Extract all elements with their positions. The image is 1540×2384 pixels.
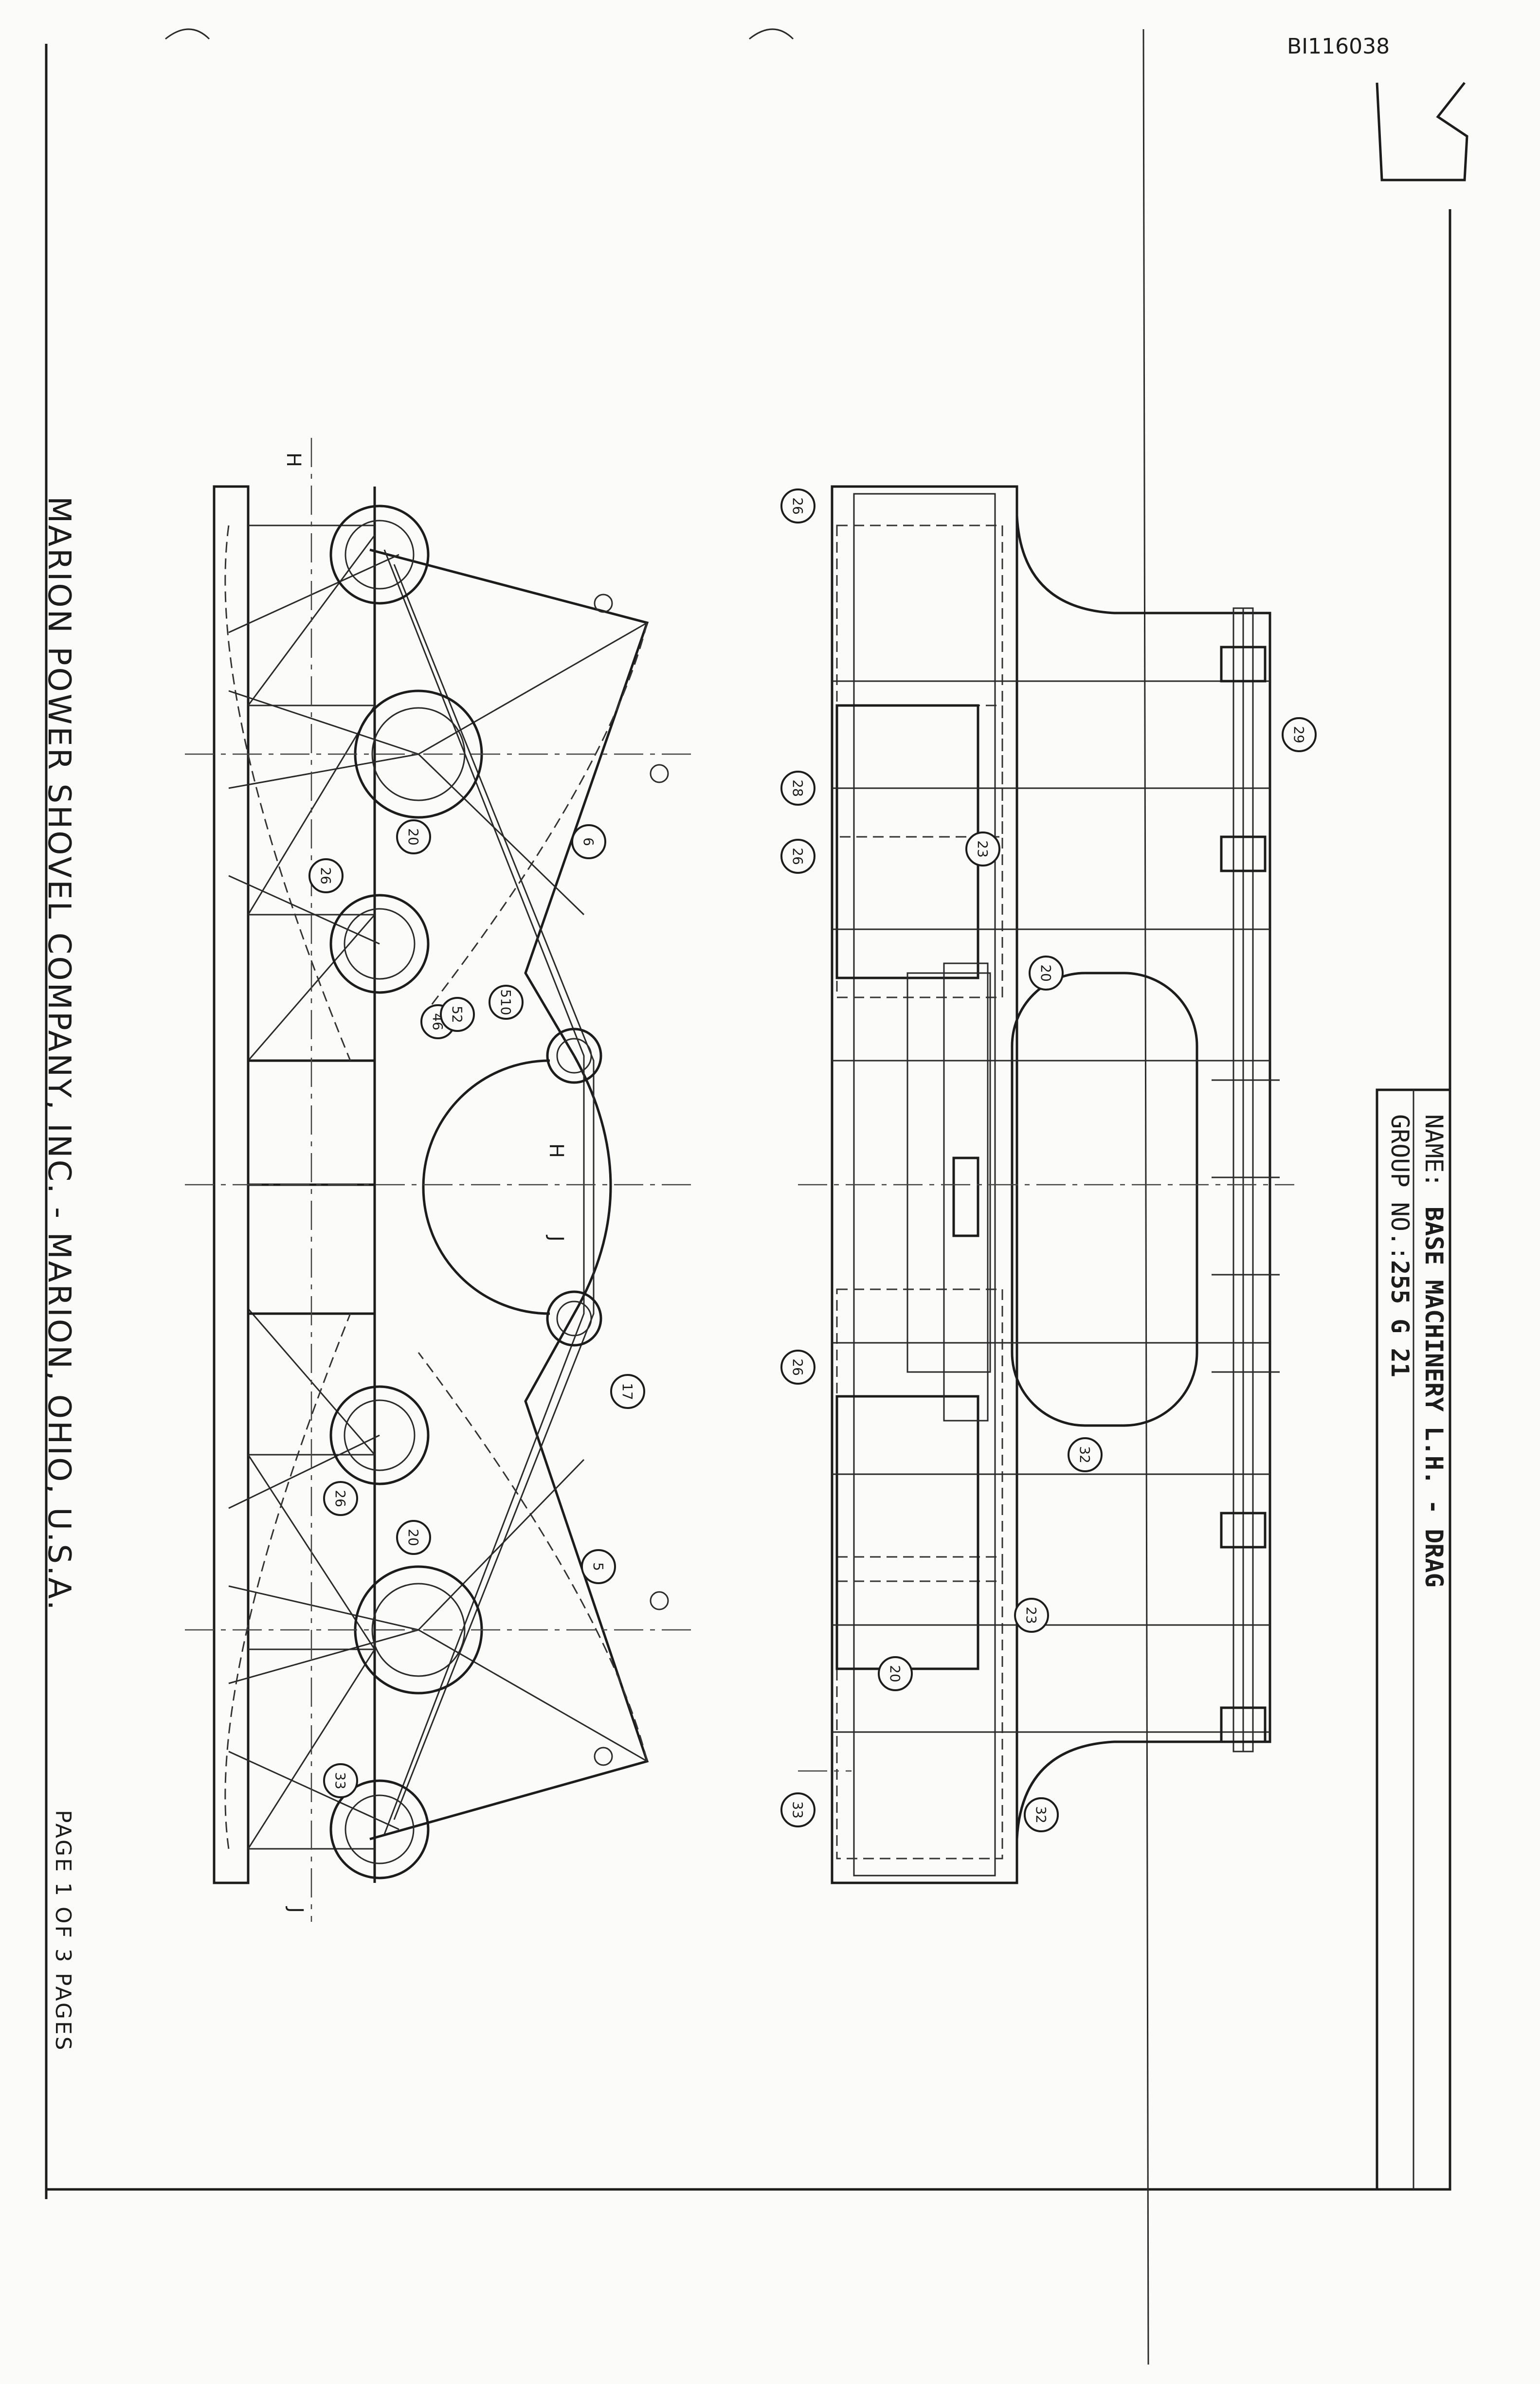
elevation-view: [185, 438, 691, 1922]
elev-callout-label-6: 17: [619, 1383, 635, 1400]
plan-callout-label-4: 20: [1038, 964, 1054, 982]
elev-callout-10: 33: [323, 1763, 358, 1798]
elev-callout-5: 510: [489, 985, 524, 1020]
bearing-3: [329, 894, 430, 994]
punch-hole-top-left: [165, 28, 210, 40]
title-block: [1376, 1088, 1451, 2191]
plan-callout-11: 26: [780, 488, 815, 524]
section-letter-j-mid: J: [545, 1234, 567, 1242]
plan-callout-label-1: 28: [790, 779, 806, 797]
section-letter-j-bottom: J: [285, 1906, 307, 1913]
plan-callouts: 29282326202632232032332632: [780, 488, 1317, 1832]
fold-line: [1142, 29, 1149, 2365]
title-name-value: BASE MACHINERY L.H. - DRAG: [1420, 1207, 1448, 1588]
elev-callout-6: 17: [610, 1374, 645, 1409]
plan-callout-10: 33: [780, 1792, 815, 1827]
elev-callout-label-5: 510: [498, 989, 514, 1015]
elev-callout-1: 20: [396, 819, 431, 854]
plan-callout-2: 23: [965, 831, 1000, 867]
plan-callout-8: 20: [878, 1656, 913, 1691]
plan-callout-4: 20: [1029, 956, 1064, 991]
plan-callout-0: 29: [1282, 717, 1317, 752]
elev-callout-8: 20: [396, 1520, 431, 1555]
elev-callout-7: 5: [581, 1549, 616, 1584]
elev-callout-label-8: 20: [405, 1529, 421, 1546]
elev-callout-label-7: 5: [590, 1562, 606, 1571]
plan-callout-12: 32: [1024, 1797, 1059, 1832]
plan-callout-label-6: 32: [1077, 1446, 1093, 1463]
section-letter-h-top: H: [282, 452, 305, 467]
elev-callout-9: 26: [323, 1481, 358, 1516]
plan-callout-label-8: 20: [887, 1665, 903, 1682]
company-footer: MARION POWER SHOVEL COMPANY, INC. - MARI…: [41, 496, 77, 1612]
punch-hole-top-right: [749, 28, 794, 40]
elev-callout-label-4: 52: [449, 1006, 465, 1023]
doc-id: BI116038: [1287, 34, 1390, 59]
plan-callout-label-11: 26: [790, 497, 806, 515]
elev-callout-0: 6: [571, 824, 606, 859]
title-name-label: NAME:: [1420, 1114, 1448, 1188]
elev-callout-2: 26: [308, 858, 344, 893]
plan-callout-label-10: 33: [790, 1801, 806, 1819]
plan-callout-6: 32: [1068, 1437, 1103, 1472]
plan-callout-3: 26: [780, 839, 815, 874]
plan-view: [798, 485, 1294, 1884]
page-footer: PAGE 1 OF 3 PAGES: [51, 1810, 75, 2052]
bearing-6: [329, 1385, 430, 1485]
title-group-value: 255 G 21: [1386, 1260, 1414, 1377]
bearing-1: [329, 505, 430, 605]
section-letter-h-mid: H: [545, 1143, 567, 1158]
bearing-5: [546, 1290, 602, 1347]
elev-callout-label-1: 20: [405, 828, 421, 846]
plan-callout-label-5: 26: [790, 1358, 806, 1376]
plan-callout-1: 28: [780, 771, 815, 806]
bearing-4: [546, 1028, 602, 1084]
plan-callout-label-12: 32: [1033, 1806, 1049, 1824]
plan-callout-label-0: 29: [1291, 726, 1307, 743]
elev-callout-label-0: 6: [580, 837, 597, 846]
elev-callout-label-2: 26: [318, 867, 334, 885]
plan-callout-7: 23: [1014, 1598, 1049, 1633]
corner-tab-mark: [1376, 82, 1468, 181]
bearing-8: [329, 1779, 430, 1879]
title-group-label: GROUP NO.:: [1386, 1114, 1414, 1261]
plan-callout-5: 26: [780, 1350, 815, 1385]
elev-callout-label-9: 26: [332, 1490, 348, 1507]
plan-callout-label-2: 23: [975, 840, 991, 858]
elev-callout-label-10: 33: [332, 1772, 348, 1789]
plan-callout-label-7: 23: [1023, 1607, 1039, 1624]
plan-callout-label-3: 26: [790, 848, 806, 865]
elev-callout-4: 52: [440, 997, 475, 1032]
